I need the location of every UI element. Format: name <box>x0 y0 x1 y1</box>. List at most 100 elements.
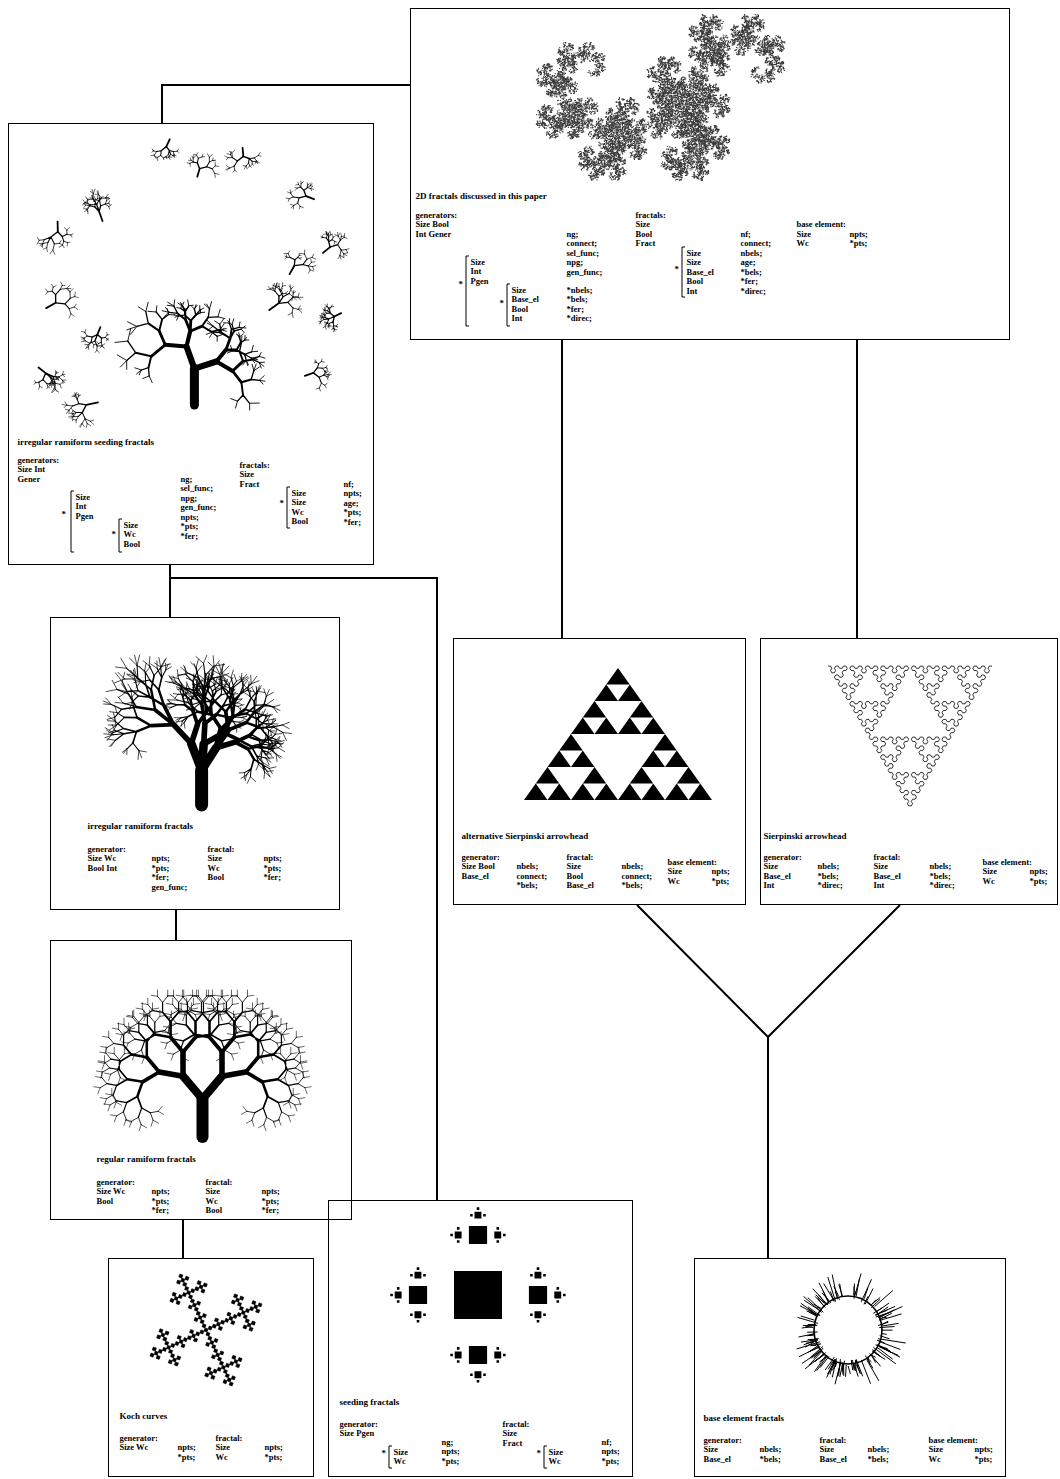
text-slot: ng; npts; *pts; <box>442 1438 460 1467</box>
branch-level <box>228 153 258 170</box>
cloud-points <box>536 14 786 181</box>
text-slot: * <box>500 299 505 309</box>
tree-connector <box>637 905 768 1258</box>
tree-connector <box>182 1220 184 1258</box>
branch-level <box>46 282 79 318</box>
text-slot: npts; *pts; <box>975 1445 993 1464</box>
branch-level <box>289 183 310 206</box>
field-column: npts; *pts; <box>712 867 730 886</box>
tree-connector <box>175 910 177 940</box>
field-column: Size Size Wc Bool <box>292 489 309 527</box>
text-slot: Size Size Wc Bool <box>292 489 309 527</box>
branch-level <box>287 254 313 270</box>
branch-level <box>323 247 330 253</box>
field-column: Size Wc <box>797 230 812 249</box>
arrowhead-curve <box>828 666 992 806</box>
branch-level <box>286 181 314 209</box>
text-slot: *nbels; *bels; *fer; *direc; <box>567 286 593 324</box>
field-column: *nbels; *bels; *fer; *direc; <box>567 286 593 324</box>
field-column: generator: Size Wc Bool Int <box>88 845 126 874</box>
branch-level <box>233 158 255 167</box>
text-slot: npts; *pts; *fer; gen_func; <box>152 854 188 892</box>
koch-island <box>150 1274 262 1386</box>
branch-level <box>104 655 292 783</box>
text-slot: * <box>537 1449 542 1459</box>
text-slot: npts; *pts; <box>1030 867 1048 886</box>
branch-level <box>329 242 338 248</box>
koch-shape <box>150 1274 262 1386</box>
branch-level <box>107 1002 298 1117</box>
sierpinski-triangle <box>524 668 712 800</box>
text-slot: Size Wc <box>668 867 683 886</box>
text-slot: nbels; *bels; *direc; <box>930 862 955 891</box>
branch-level <box>225 151 261 173</box>
text-slot: Size Int Pgen <box>76 493 94 522</box>
branch-level <box>39 230 71 250</box>
array-marker: * <box>459 280 464 290</box>
branch-level <box>197 169 199 177</box>
text-slot: * <box>382 1449 387 1459</box>
branch-level <box>321 231 349 259</box>
field-column: npts; *pts; *fer; gen_func; <box>152 854 188 892</box>
dragon-cloud <box>536 14 786 181</box>
field-column: fractals: Size Fract <box>240 461 270 490</box>
branch-level <box>81 329 109 353</box>
column-heading: base element: <box>797 220 846 230</box>
branch-level <box>48 285 75 314</box>
outer-triangle <box>524 668 712 800</box>
branch-level <box>79 404 87 413</box>
field-column: generator: Size Bool Base_el <box>462 853 500 882</box>
branch-level <box>306 196 314 199</box>
ring-hairs <box>797 1274 906 1385</box>
branch-level <box>290 266 295 274</box>
field-column: ng; sel_func; npg; gen_func; npts; *pts;… <box>181 475 217 542</box>
array-marker: * <box>280 499 285 509</box>
field-column: Size Int Pgen <box>76 493 94 522</box>
text-slot: Size Wc <box>797 230 812 249</box>
branch-level <box>187 153 219 178</box>
box-heading: irregular ramiform seeding fractals <box>18 438 154 448</box>
field-column: fractal: Size Fract <box>503 1420 530 1449</box>
field-column: Size Wc <box>929 1445 944 1464</box>
text-slot: fractal: Size Wc Bool <box>206 1178 233 1216</box>
fractal-class-box: seeding fractalsgenerator: Size Pgen*Siz… <box>328 1200 633 1477</box>
branch-level <box>46 303 56 308</box>
branch-level <box>57 222 59 232</box>
branch-level <box>293 187 307 203</box>
text-slot: nbels; *bels; <box>868 1445 890 1464</box>
box-heading: base element fractals <box>704 1414 784 1424</box>
text-slot: * <box>675 265 680 275</box>
branch-level <box>267 283 303 318</box>
branch-level <box>165 331 232 371</box>
text-slot: * <box>112 530 117 540</box>
text-slot: base element: <box>929 1436 978 1446</box>
branch-level <box>326 237 341 250</box>
fractal-class-box: regular ramiform fractalsgenerator: Size… <box>50 940 352 1220</box>
field-column: nbels; *bels; *direc; <box>930 862 955 891</box>
field-column: fractals: Size Bool Fract <box>636 211 666 249</box>
bracket <box>682 247 685 297</box>
field-column: npts; *pts; *fer; <box>262 1187 280 1216</box>
field-column: Size Size Base_el Bool Int <box>687 249 714 297</box>
text-slot: * <box>280 499 285 509</box>
branch-level <box>143 1037 263 1082</box>
text-slot: nf; npts; age; *pts; *fer; <box>344 480 362 528</box>
field-column: nf; npts; *pts; <box>602 1438 620 1467</box>
branch-level <box>151 149 179 161</box>
field-column: nbels; connect; *bels; <box>622 862 653 891</box>
text-slot: base element: <box>983 858 1032 868</box>
field-column: fractal: Size Base_el Int <box>874 853 901 891</box>
array-marker: * <box>537 1449 542 1459</box>
text-slot: generators: Size Int Gener <box>18 456 60 485</box>
text-slot: npts; *pts; <box>178 1443 196 1462</box>
fractal-class-box: base element fractalsgenerator: Size Bas… <box>694 1258 1006 1477</box>
text-slot: regular ramiform fractals <box>97 1155 196 1165</box>
branch-level <box>166 139 169 146</box>
branch-level <box>56 295 65 304</box>
field-column: ng; npts; *pts; <box>442 1438 460 1467</box>
text-slot: Size Size Base_el Bool Int <box>687 249 714 297</box>
text-slot: nf; npts; *pts; <box>602 1438 620 1467</box>
text-slot: irregular ramiform fractals <box>88 822 194 832</box>
box-heading: regular ramiform fractals <box>97 1155 196 1165</box>
branch-level <box>195 770 208 805</box>
